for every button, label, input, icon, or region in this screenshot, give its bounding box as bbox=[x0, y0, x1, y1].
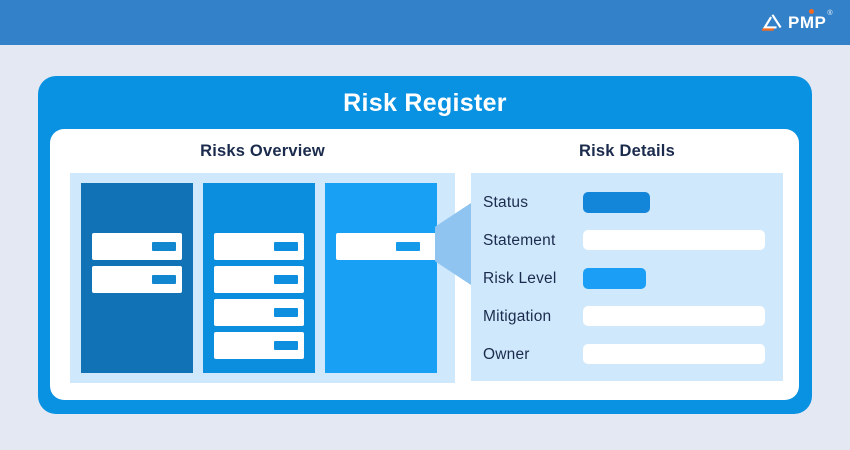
overview-heading: Risks Overview bbox=[200, 142, 325, 160]
field-value-input bbox=[583, 230, 765, 250]
risk-card bbox=[214, 233, 304, 260]
field-row-mitigation: Mitigation bbox=[471, 306, 783, 327]
field-value-pill bbox=[583, 192, 650, 213]
registered-mark: ® bbox=[827, 10, 833, 17]
risk-register-container: Risk Register Risks Overview Risk Detail… bbox=[38, 76, 812, 414]
field-row-statement: Statement bbox=[471, 230, 783, 251]
field-value-pill bbox=[583, 268, 646, 289]
risk-card bbox=[92, 233, 182, 260]
brand-wordmark: PMP® bbox=[787, 9, 833, 32]
field-row-risk-level: Risk Level bbox=[471, 268, 783, 289]
risk-card-chip bbox=[152, 242, 176, 251]
page-title: Risk Register bbox=[343, 89, 507, 117]
field-row-owner: Owner bbox=[471, 344, 783, 365]
brand-logo: PMP® bbox=[761, 9, 833, 32]
overview-column-2 bbox=[203, 183, 315, 373]
brand-dot bbox=[808, 9, 814, 14]
risk-card-chip bbox=[152, 275, 176, 284]
risk-card bbox=[214, 299, 304, 326]
field-label: Risk Level bbox=[483, 269, 557, 287]
field-label: Owner bbox=[483, 345, 530, 363]
overview-column-1 bbox=[81, 183, 193, 373]
risk-card bbox=[214, 266, 304, 293]
risk-card bbox=[214, 332, 304, 359]
field-value-input bbox=[583, 344, 765, 364]
risk-card-chip bbox=[274, 275, 298, 284]
field-value-input bbox=[583, 306, 765, 326]
risk-card bbox=[336, 233, 437, 260]
field-row-status: Status bbox=[471, 192, 783, 213]
top-bar: PMP® bbox=[0, 0, 850, 45]
details-heading: Risk Details bbox=[579, 142, 675, 160]
field-label: Status bbox=[483, 193, 529, 211]
risk-card bbox=[92, 266, 182, 293]
overview-panel bbox=[70, 173, 455, 383]
risk-card-chip bbox=[274, 308, 298, 317]
overview-column-3 bbox=[325, 183, 437, 373]
field-label: Statement bbox=[483, 231, 556, 249]
brand-text: PMP bbox=[787, 13, 827, 32]
pmp-triangle-logo-icon bbox=[761, 14, 782, 31]
risk-card-chip bbox=[274, 341, 298, 350]
risk-card-chip bbox=[274, 242, 298, 251]
field-label: Mitigation bbox=[483, 307, 552, 325]
risk-card-chip bbox=[396, 242, 420, 251]
